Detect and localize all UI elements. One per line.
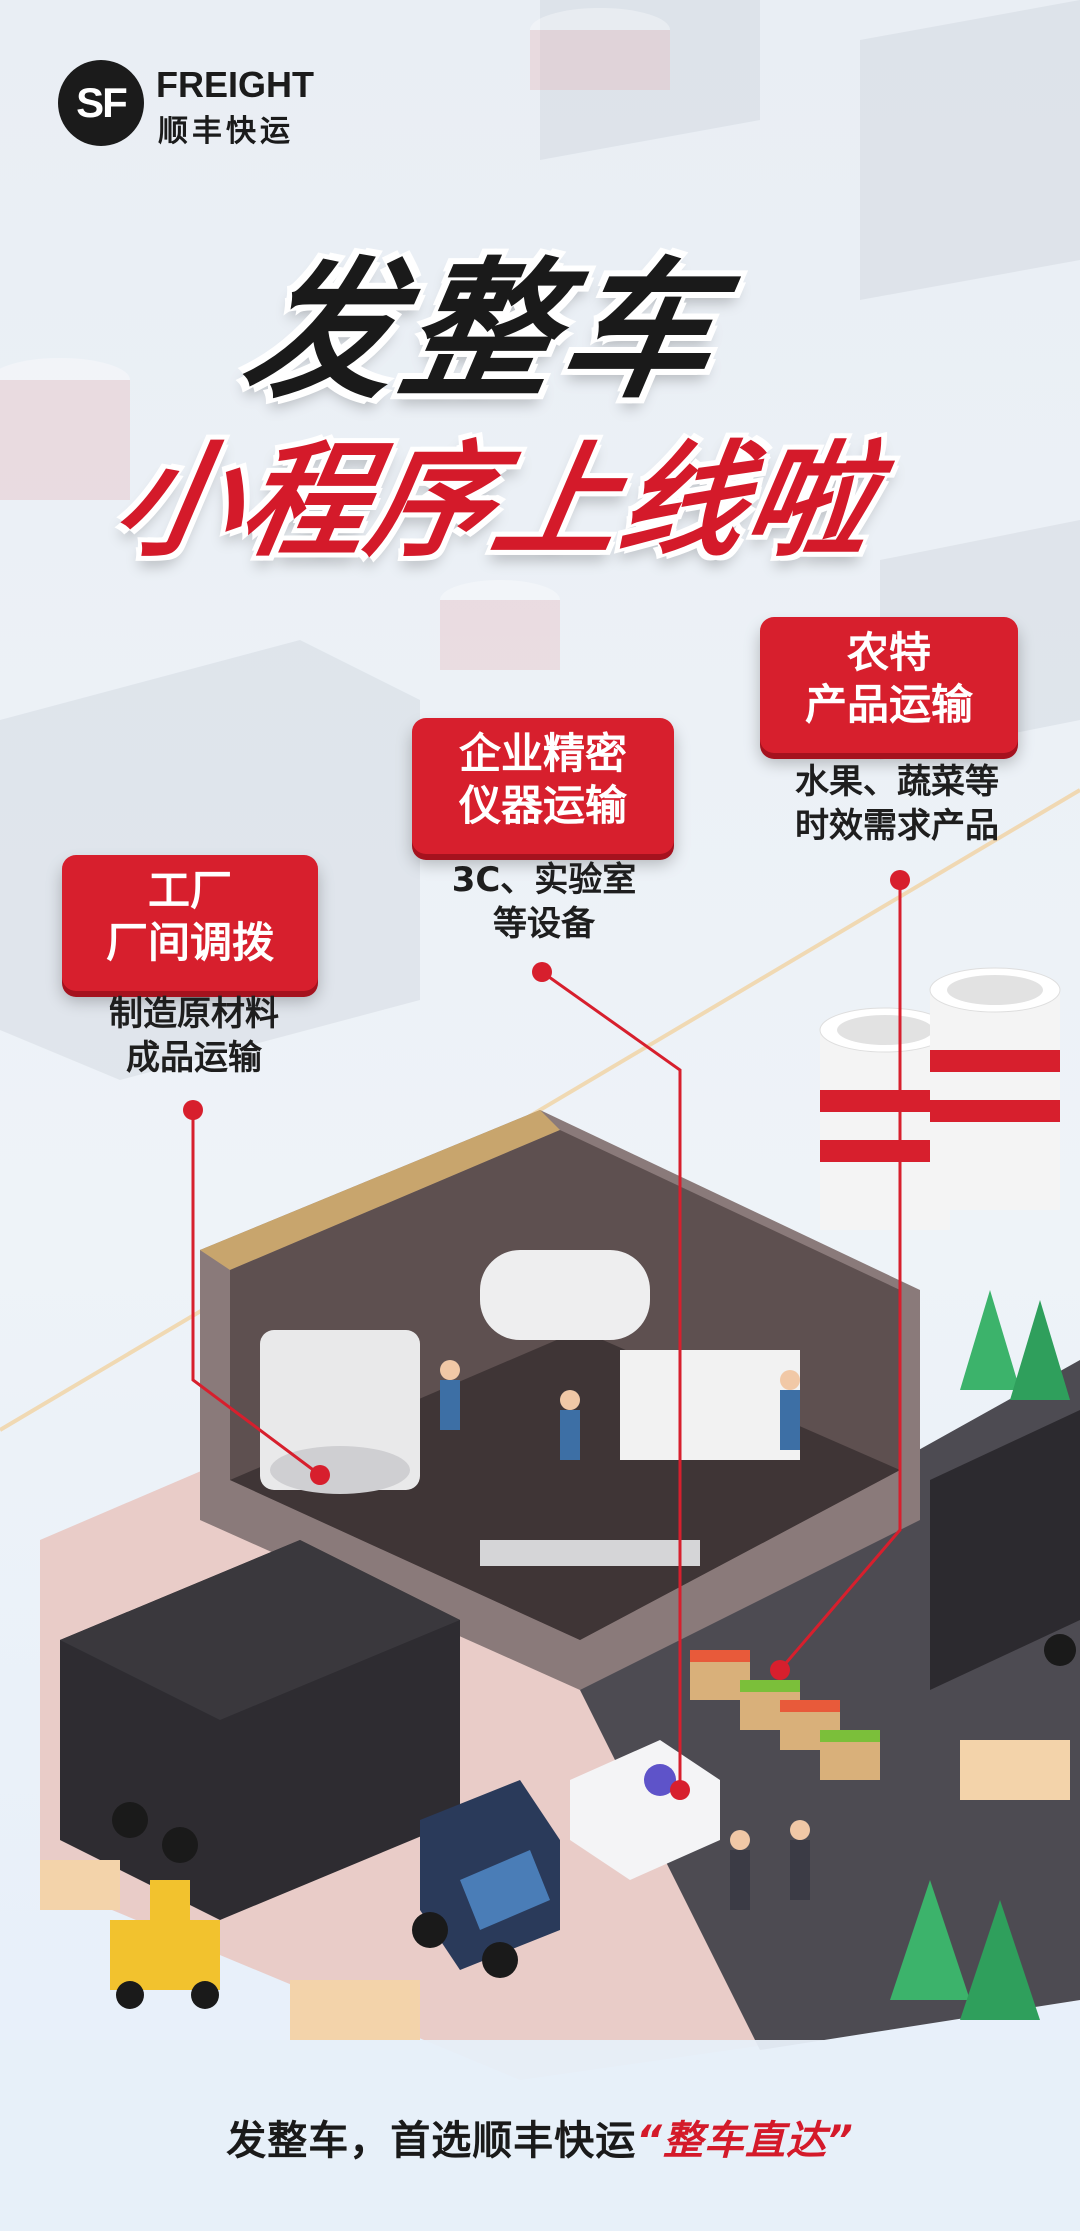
slogan-main: 发整车，首选顺丰快运: [226, 2118, 637, 2164]
logo-mark-text: SF: [76, 79, 128, 126]
category-tag-factory: 工厂 厂间调拨: [62, 855, 318, 991]
category-desc-line2: 时效需求产品: [795, 806, 999, 846]
category-tag-agriculture: 农特 产品运输: [760, 617, 1018, 753]
category-title-line2: 产品运输: [804, 680, 973, 729]
category-title-line1: 工厂: [147, 866, 232, 915]
headline-line1: 发整车: [232, 245, 737, 419]
category-title-line2: 仪器运输: [458, 781, 627, 830]
category-desc-line1: 水果、蔬菜等: [795, 762, 999, 802]
category-tag-precision: 企业精密 仪器运输: [412, 718, 674, 854]
category-title-line1: 农特: [846, 628, 931, 677]
category-desc-factory: 制造原材料 成品运输: [64, 992, 324, 1080]
slogan-highlight: “整车直达”: [636, 2118, 854, 2164]
brand-logo: SF FREIGHT 顺丰快运: [58, 60, 348, 150]
category-title-line2: 厂间调拨: [105, 918, 274, 967]
brand-name-en: FREIGHT: [156, 64, 314, 105]
category-desc-line1: 制造原材料: [109, 994, 279, 1034]
category-desc-line2: 等设备: [493, 904, 595, 944]
footer-slogan: 发整车，首选顺丰快运“整车直达”: [0, 2108, 1080, 2166]
category-desc-agriculture: 水果、蔬菜等 时效需求产品: [762, 760, 1032, 848]
sf-logo-icon: SF: [58, 60, 144, 146]
category-desc-precision: 3C、实验室 等设备: [404, 858, 684, 946]
category-title-line1: 企业精密: [458, 729, 627, 778]
brand-name-cn: 顺丰快运: [158, 114, 294, 149]
category-desc-line2: 成品运输: [126, 1038, 262, 1078]
headline-line2: 小程序上线啦: [105, 430, 887, 574]
category-desc-line1: 3C、实验室: [451, 860, 637, 900]
